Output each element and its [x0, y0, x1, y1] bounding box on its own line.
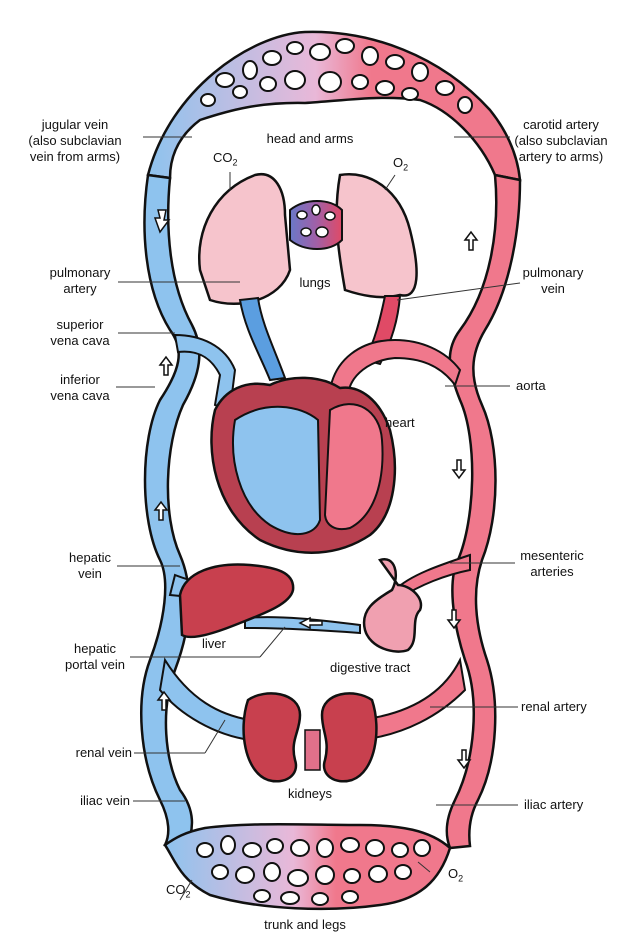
label-head-and-arms: head and arms: [266, 131, 354, 146]
label-hepatic-vein: hepatic vein: [60, 550, 120, 582]
gas-base: O: [393, 155, 404, 170]
label-renal-vein: renal vein: [40, 745, 132, 761]
label-o2-lungs: O2: [393, 155, 408, 173]
venous-trunk: [140, 173, 201, 850]
label-line: jugular vein: [41, 117, 109, 132]
label-co2-tissues: CO2: [166, 882, 191, 900]
label-trunk-and-legs: trunk and legs: [264, 917, 346, 932]
label-line: renal vein: [75, 745, 132, 760]
label-carotid-artery: carotid artery (also subclavian artery t…: [508, 117, 614, 165]
liver: [178, 563, 295, 639]
label-superior-vena-cava: superior vena cava: [40, 317, 120, 349]
label-mesenteric-arteries: mesenteric arteries: [516, 548, 588, 580]
label-inferior-vena-cava: inferior vena cava: [40, 372, 120, 404]
label-line: inferior: [60, 372, 100, 387]
heart: [210, 376, 396, 554]
label-line: (also subclavian: [28, 133, 122, 148]
label-line: pulmonary: [49, 265, 111, 280]
label-digestive-tract: digestive tract: [330, 660, 411, 675]
label-line: portal vein: [65, 657, 125, 672]
gas-subscript: 2: [185, 889, 191, 900]
label-line: artery: [63, 281, 97, 296]
pulmonary-vessels: [173, 295, 462, 412]
label-line: pulmonary: [522, 265, 584, 280]
gas-subscript: 2: [458, 873, 464, 884]
flow-arrows: [153, 209, 479, 770]
label-line: mesenteric: [520, 548, 584, 563]
label-line: carotid artery: [523, 117, 599, 132]
label-line: iliac artery: [524, 797, 584, 812]
label-hepatic-portal-vein: hepatic portal vein: [55, 641, 135, 673]
renal-vessels: [158, 656, 467, 742]
label-renal-artery: renal artery: [521, 699, 587, 715]
label-line: iliac vein: [80, 793, 130, 808]
gas-subscript: 2: [403, 162, 409, 173]
gas-base: CO: [166, 882, 186, 897]
label-aorta: aorta: [516, 378, 546, 394]
label-jugular-vein: jugular vein (also subclavian vein from …: [10, 117, 140, 165]
capillary-bed-head-arms: [146, 30, 522, 182]
gas-base: O: [448, 866, 459, 881]
label-liver: liver: [202, 636, 226, 651]
label-lungs: lungs: [299, 275, 331, 290]
label-pulmonary-vein: pulmonary vein: [518, 265, 588, 297]
leader-lines: [116, 136, 521, 901]
kidneys: [242, 692, 378, 783]
label-line: artery to arms): [518, 149, 604, 164]
label-pulmonary-artery: pulmonary artery: [40, 265, 120, 297]
digestive-tract: [362, 558, 423, 653]
capillary-bed-trunk-legs: [163, 823, 452, 911]
label-o2-tissues: O2: [448, 866, 463, 884]
label-line: hepatic: [69, 550, 111, 565]
label-co2-lungs: CO2: [213, 150, 238, 168]
label-line: vena cava: [50, 388, 110, 403]
label-kidneys: kidneys: [287, 786, 333, 801]
label-line: (also subclavian: [514, 133, 608, 148]
label-line: hepatic: [74, 641, 116, 656]
label-iliac-vein: iliac vein: [40, 793, 130, 809]
label-line: vein: [541, 281, 565, 296]
label-line: renal artery: [521, 699, 587, 714]
label-line: vena cava: [50, 333, 110, 348]
arterial-trunk: [445, 173, 522, 850]
label-line: vein: [78, 566, 102, 581]
gas-base: CO: [213, 150, 233, 165]
label-line: superior: [56, 317, 104, 332]
label-line: aorta: [516, 378, 546, 393]
label-iliac-artery: iliac artery: [524, 797, 583, 813]
label-line: arteries: [530, 564, 574, 579]
gas-subscript: 2: [232, 157, 238, 168]
label-heart: heart: [385, 415, 415, 430]
label-line: vein from arms): [29, 149, 121, 164]
